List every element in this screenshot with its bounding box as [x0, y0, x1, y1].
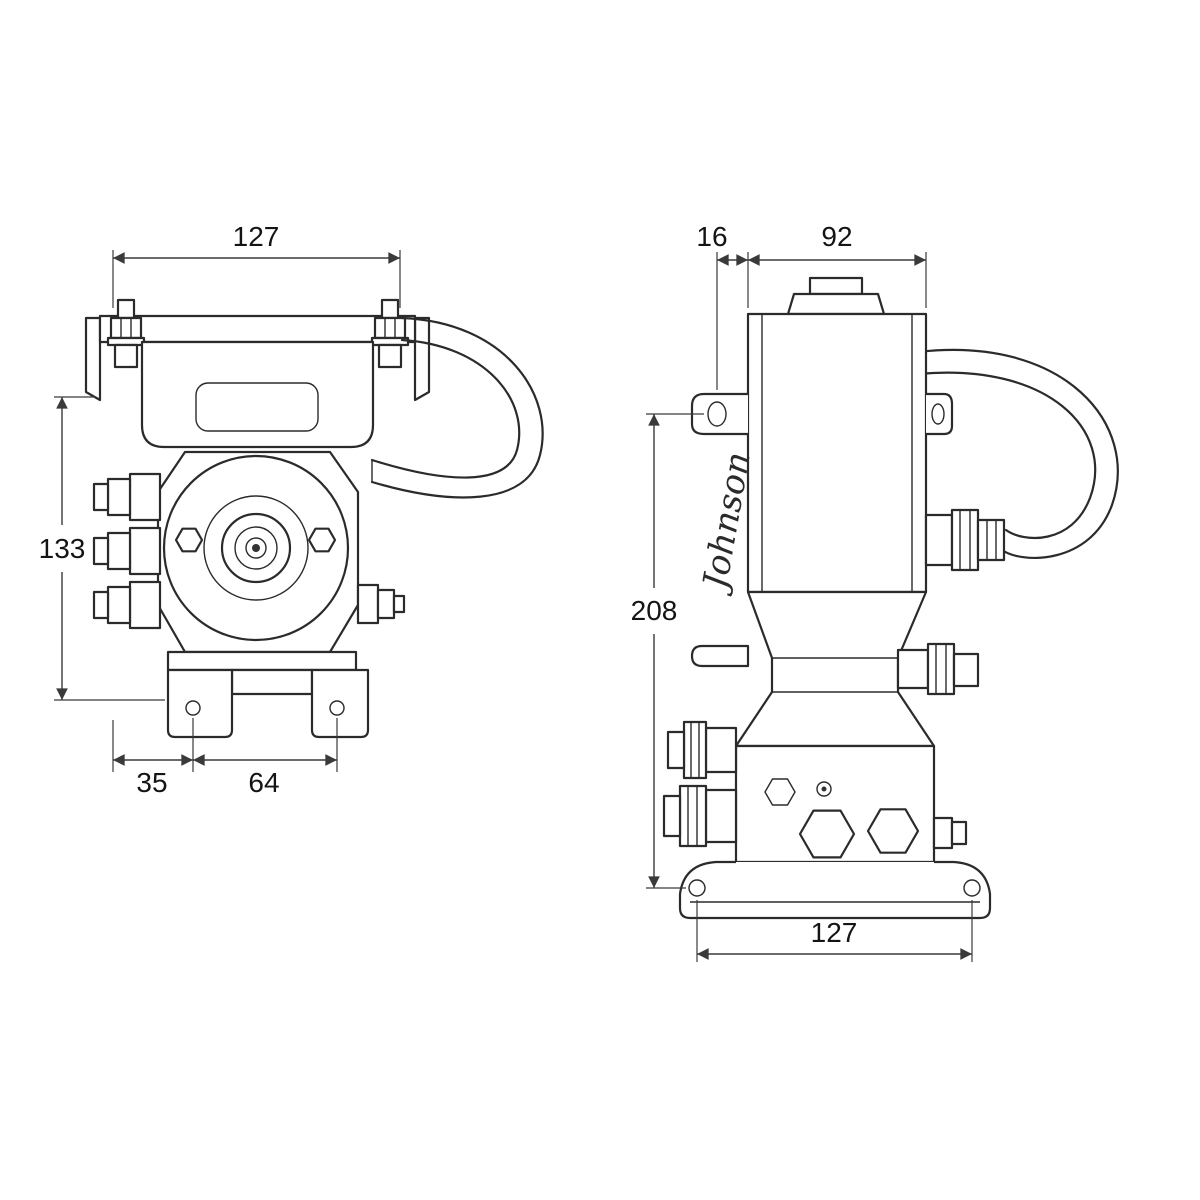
motor-housing: Johnson	[690, 276, 954, 597]
dim-side-base-holes: 127	[696, 900, 973, 962]
bracket-bolt-right	[370, 298, 410, 369]
hose-barb-fitting	[92, 526, 162, 576]
side-hose-fitting-upper	[924, 508, 1006, 572]
dim-label-base-holes: 127	[811, 917, 858, 948]
front-saddle	[140, 340, 375, 449]
dim-label-hole-spacing: 64	[248, 767, 279, 798]
hose-barb-fitting	[662, 784, 738, 848]
left-pin	[690, 644, 750, 668]
side-base	[678, 860, 992, 920]
bleed-screw	[816, 781, 832, 797]
dim-side-mount-height: 208	[631, 413, 704, 889]
upper-mount-hole	[707, 401, 727, 427]
inlet-fittings-left	[92, 472, 162, 630]
valve-hex-plug-right	[866, 808, 920, 854]
motor-top-knob	[808, 276, 864, 296]
dim-front-height: 133	[39, 396, 165, 701]
pump-housing-side	[734, 744, 936, 864]
dim-front-top-width: 127	[112, 221, 401, 308]
side-fittings-left	[662, 720, 738, 848]
hose-barb-fitting	[666, 720, 738, 780]
front-base	[166, 650, 370, 739]
dim-label-mount-height: 208	[631, 595, 678, 626]
upper-flange-left	[690, 392, 748, 436]
mid-body-taper	[734, 590, 936, 748]
dim-front-foot-holes: 35 64	[112, 718, 338, 798]
base-mount-hole	[688, 879, 706, 897]
front-view: 127 133 35 64	[39, 221, 544, 798]
dim-label-front-height: 133	[39, 533, 86, 564]
bleed-screw-dot	[821, 786, 827, 792]
upper-flange-right	[926, 392, 954, 436]
discharge-hose-side	[916, 348, 1119, 559]
side-view: Johnson	[631, 221, 1119, 962]
front-top-bracket	[84, 298, 431, 402]
mount-hole	[329, 700, 345, 716]
dim-label-body-width: 92	[821, 221, 852, 252]
valve-hex-plug-left	[798, 809, 856, 859]
side-fitting-mid-right	[896, 642, 980, 696]
dim-label-flange-to-body: 16	[696, 221, 727, 252]
small-hex-plug	[764, 778, 796, 806]
motor-cap	[786, 292, 886, 316]
hose-barb-fitting	[92, 580, 162, 630]
hose-barb-fitting	[92, 472, 162, 522]
base-mount-hole	[963, 879, 981, 897]
dim-label-front-top-width: 127	[233, 221, 280, 252]
dim-side-top-widths: 16 92	[696, 221, 927, 390]
face-hex-bolt-left	[174, 527, 204, 553]
face-hex-bolt-right	[307, 527, 337, 553]
side-fitting-lower-right	[932, 816, 968, 850]
outlet-fitting-right	[356, 583, 406, 625]
bracket-bolt-left	[106, 298, 146, 369]
discharge-hose-front	[370, 316, 544, 499]
dim-label-hole-offset: 35	[136, 767, 167, 798]
upper-mount-hole	[931, 403, 945, 425]
mount-hole	[185, 700, 201, 716]
center-bolt-dot	[252, 544, 260, 552]
pump-face	[156, 450, 360, 654]
